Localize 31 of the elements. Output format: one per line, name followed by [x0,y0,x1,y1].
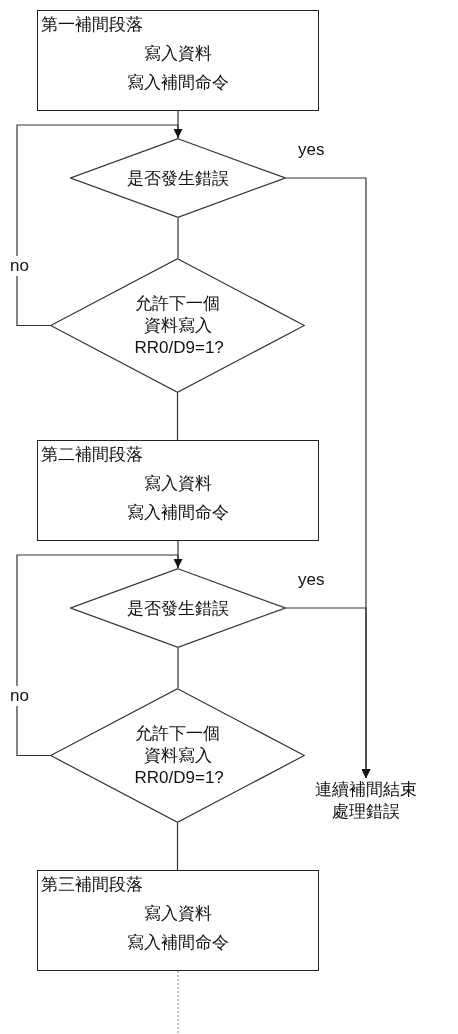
end-text: 連續補間結束處理錯誤 [314,778,418,823]
condition-text: 允許下一個資料寫入RR0/D9=1? [134,292,221,359]
box-heading: 第一補間段落 [41,13,143,36]
connector-line [177,217,179,259]
connector-line [176,822,179,871]
step-text: 寫入資料 [143,902,213,925]
decision-diamond [70,568,286,648]
process-box [37,870,319,971]
arrow [16,554,183,757]
decision-diamond [70,138,286,218]
step-text: 寫入補間命令 [126,71,230,94]
connector-line [176,392,179,441]
condition-text: 允許下一個資料寫入RR0/D9=1? [134,722,221,789]
edge-label: no [10,256,29,276]
box-heading: 第二補間段落 [41,443,143,466]
connector-line [177,970,179,1034]
process-box [37,10,319,111]
arrow [16,124,183,327]
decision-diamond [50,688,305,823]
condition-text: 是否發生錯誤 [127,166,229,190]
condition-text: 是否發生錯誤 [127,596,229,620]
step-text: 寫入資料 [143,42,213,65]
edge-label: no [10,686,29,706]
decision-diamond [50,258,305,393]
arrow [285,607,371,779]
step-text: 寫入資料 [143,472,213,495]
box-heading: 第三補間段落 [41,873,143,896]
step-text: 寫入補間命令 [126,501,230,524]
connector-line [177,647,179,689]
process-box [37,440,319,541]
step-text: 寫入補間命令 [126,931,230,954]
